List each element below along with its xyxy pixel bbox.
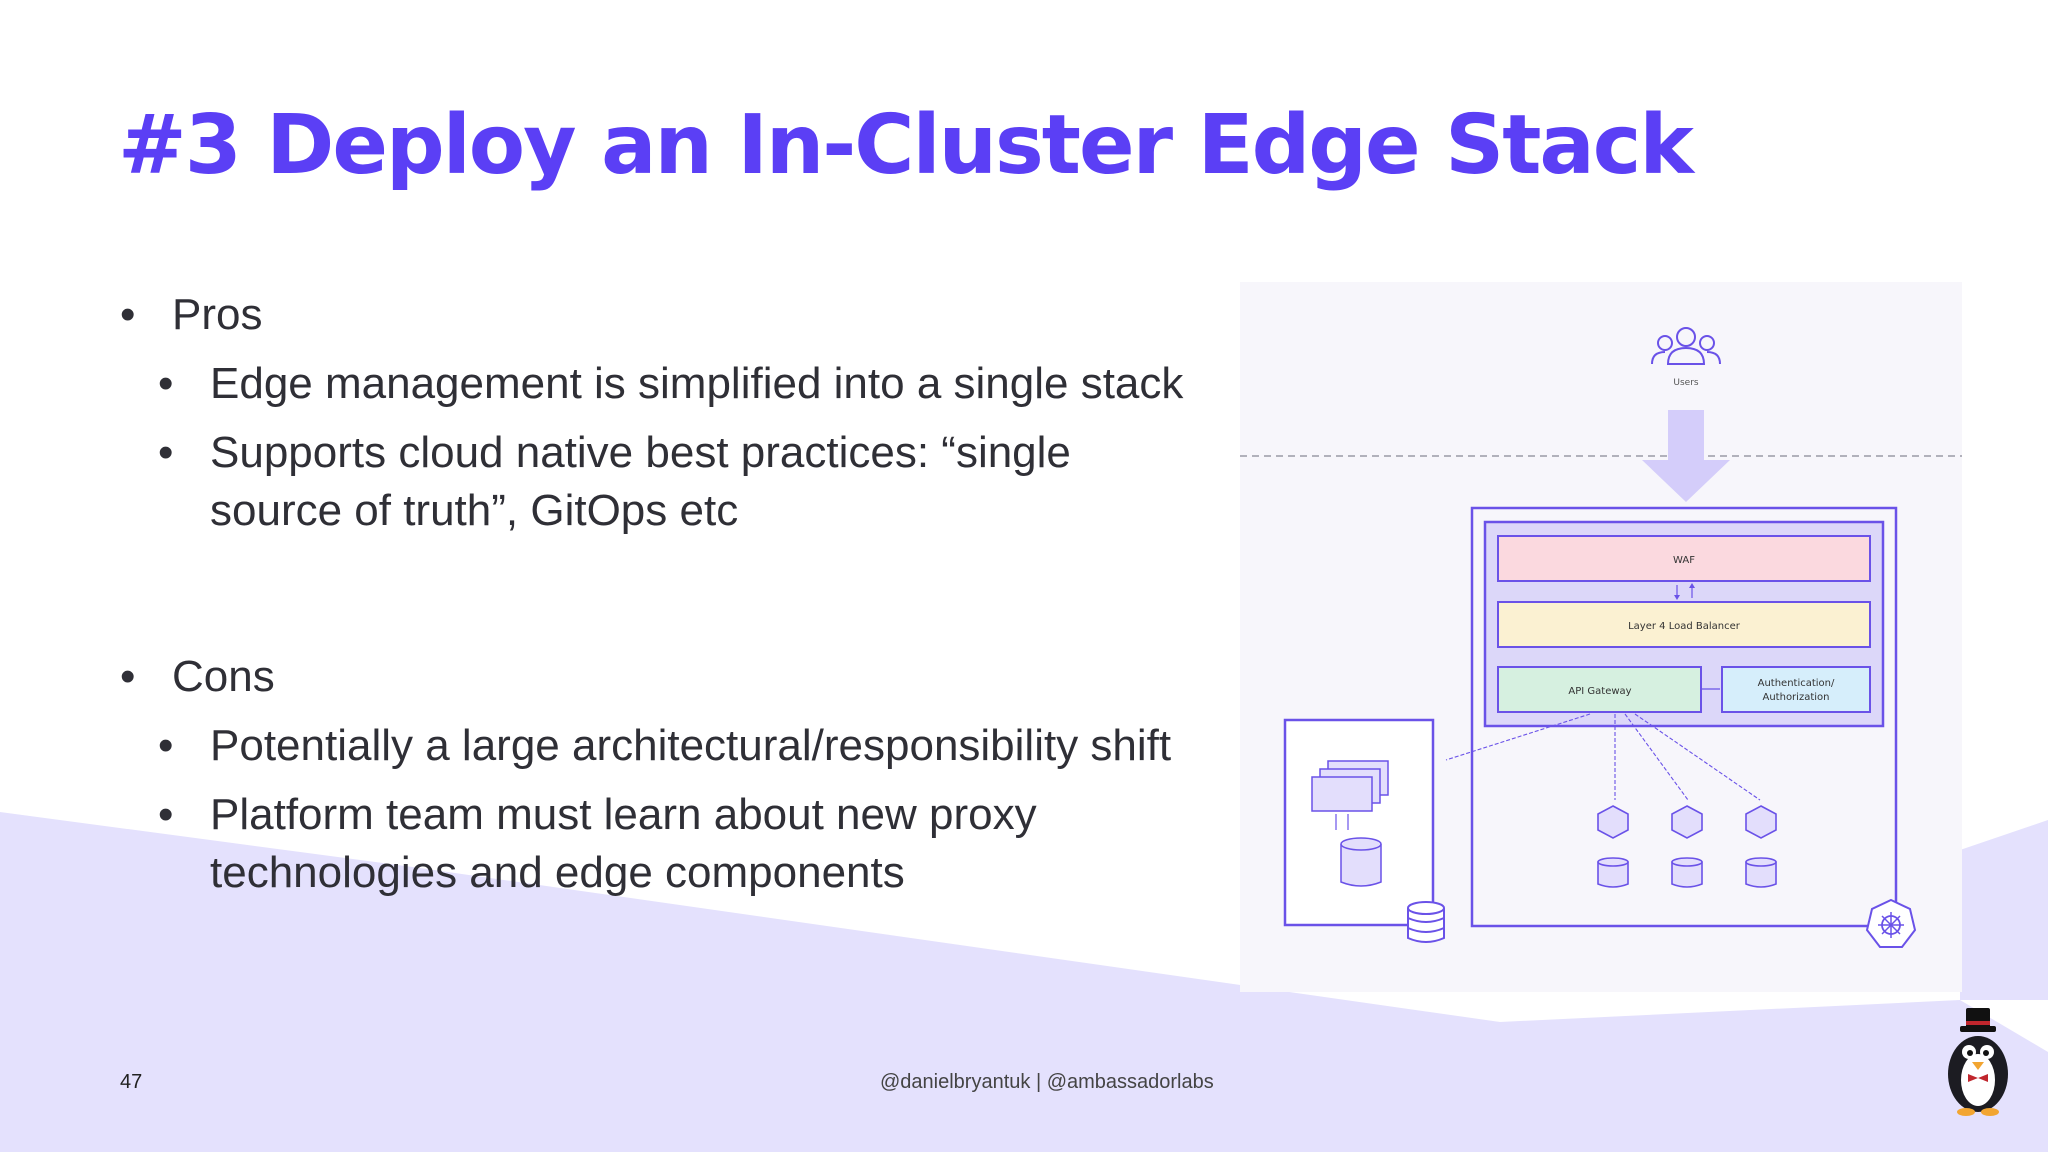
database-icon	[1407, 901, 1445, 943]
page-number: 47	[120, 1071, 143, 1093]
load-balancer-label: Layer 4 Load Balancer	[1628, 621, 1741, 632]
users-label: Users	[1673, 378, 1699, 388]
api-gateway-box	[1497, 666, 1702, 713]
auth-box	[1721, 666, 1871, 713]
kubernetes-cluster-box	[1470, 506, 1898, 928]
footer-handles: @danielbryantuk | @ambassadorlabs	[880, 1071, 1214, 1093]
load-balancer-box	[1497, 601, 1871, 648]
ingress-arrow	[1642, 410, 1730, 502]
waf-label: WAF	[1673, 555, 1695, 566]
pros-item-2: Supports cloud native best practices: “s…	[120, 424, 1190, 540]
pros-item-1: Edge management is simplified into a sin…	[120, 355, 1220, 413]
kubernetes-icon	[1865, 898, 1917, 948]
bullet-list: Pros Edge management is simplified into …	[120, 286, 1220, 902]
cons-heading: Cons	[120, 648, 1220, 706]
waf-box	[1497, 535, 1871, 582]
legacy-system-box	[1283, 718, 1435, 927]
pros-heading: Pros	[120, 286, 1220, 344]
service-pods	[1597, 805, 1777, 888]
architecture-diagram: Users WAF Layer 4 Load Balancer API Gate…	[1240, 282, 1962, 992]
routing-arrows	[1445, 713, 1761, 801]
users-icon	[1651, 327, 1721, 365]
cons-item-1: Potentially a large architectural/respon…	[120, 717, 1220, 775]
api-gateway-label: API Gateway	[1568, 686, 1631, 697]
auth-label-line1: Authentication/	[1758, 678, 1835, 689]
mascot-icon	[1948, 1008, 2008, 1116]
slide-title: #3 Deploy an In-Cluster Edge Stack	[118, 98, 1694, 193]
auth-label-line2: Authorization	[1763, 692, 1830, 703]
cons-item-2: Platform team must learn about new proxy…	[120, 786, 1170, 902]
